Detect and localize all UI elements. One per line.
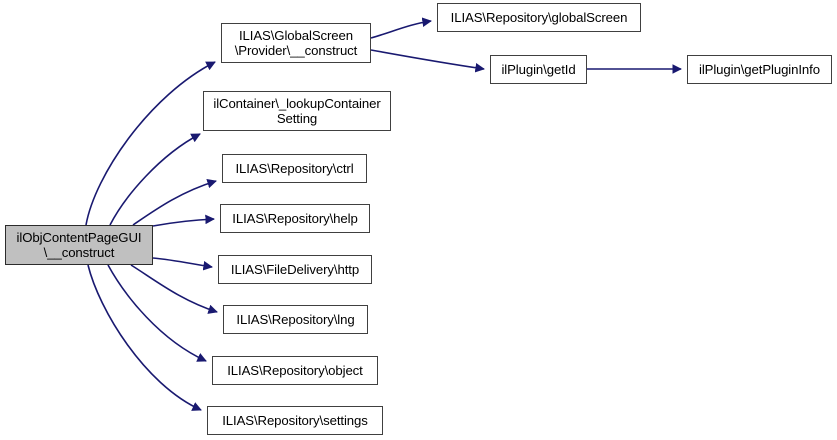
edge-root-to-repo-settings: [87, 264, 202, 411]
node-ilias-repository-help[interactable]: ILIAS\Repository\help: [220, 204, 370, 233]
node-ilias-filedelivery-http[interactable]: ILIAS\FileDelivery\http: [218, 255, 372, 284]
node-ilias-repository-ctrl[interactable]: ILIAS\Repository\ctrl: [222, 154, 367, 183]
node-label: ilPlugin\getPluginInfo: [699, 62, 820, 77]
node-ilplugin-getplugininfo[interactable]: ilPlugin\getPluginInfo: [687, 55, 832, 84]
edge-root-to-globalscreen-provider: [85, 61, 216, 226]
node-label: ilPlugin\getId: [501, 62, 576, 77]
edge-root-to-lookupcontainersetting: [109, 133, 201, 226]
node-label: ilContainer\_lookupContainer Setting: [213, 96, 381, 126]
node-ilias-repository-object[interactable]: ILIAS\Repository\object: [212, 356, 378, 385]
node-label: ILIAS\Repository\lng: [236, 312, 355, 327]
node-label: ILIAS\GlobalScreen \Provider\__construct: [234, 28, 358, 58]
edge-root-to-repo-object: [107, 264, 207, 362]
node-ilias-repository-globalscreen[interactable]: ILIAS\Repository\globalScreen: [437, 3, 641, 32]
node-root-ilobjcontentpagegui-construct[interactable]: ilObjContentPageGUI \__construct: [5, 225, 153, 265]
node-label: ILIAS\Repository\settings: [222, 413, 368, 428]
node-ilias-repository-lng[interactable]: ILIAS\Repository\lng: [223, 305, 368, 334]
node-label: ilObjContentPageGUI \__construct: [16, 230, 142, 260]
node-ilplugin-getid[interactable]: ilPlugin\getId: [490, 55, 587, 84]
node-label: ILIAS\Repository\help: [232, 211, 358, 226]
node-ilias-repository-settings[interactable]: ILIAS\Repository\settings: [207, 406, 383, 435]
edge-root-to-repo-help: [152, 214, 215, 227]
node-label: ILIAS\Repository\globalScreen: [450, 10, 628, 25]
edge-root-to-repo-lng: [130, 264, 218, 314]
node-label: ILIAS\Repository\ctrl: [235, 161, 354, 176]
node-label: ILIAS\Repository\object: [227, 363, 363, 378]
edge-globalscreen-provider-to-ilplugin-getid: [370, 49, 485, 73]
node-ilcontainer-lookupcontainersetting[interactable]: ilContainer\_lookupContainer Setting: [203, 91, 391, 131]
edge-root-to-repo-ctrl: [132, 178, 217, 226]
node-label: ILIAS\FileDelivery\http: [230, 262, 360, 277]
edge-root-to-filedelivery-http: [152, 257, 213, 271]
node-ilias-globalscreen-provider-construct[interactable]: ILIAS\GlobalScreen \Provider\__construct: [221, 23, 371, 63]
edge-globalscreen-provider-to-repo-globalscreen: [370, 17, 432, 39]
